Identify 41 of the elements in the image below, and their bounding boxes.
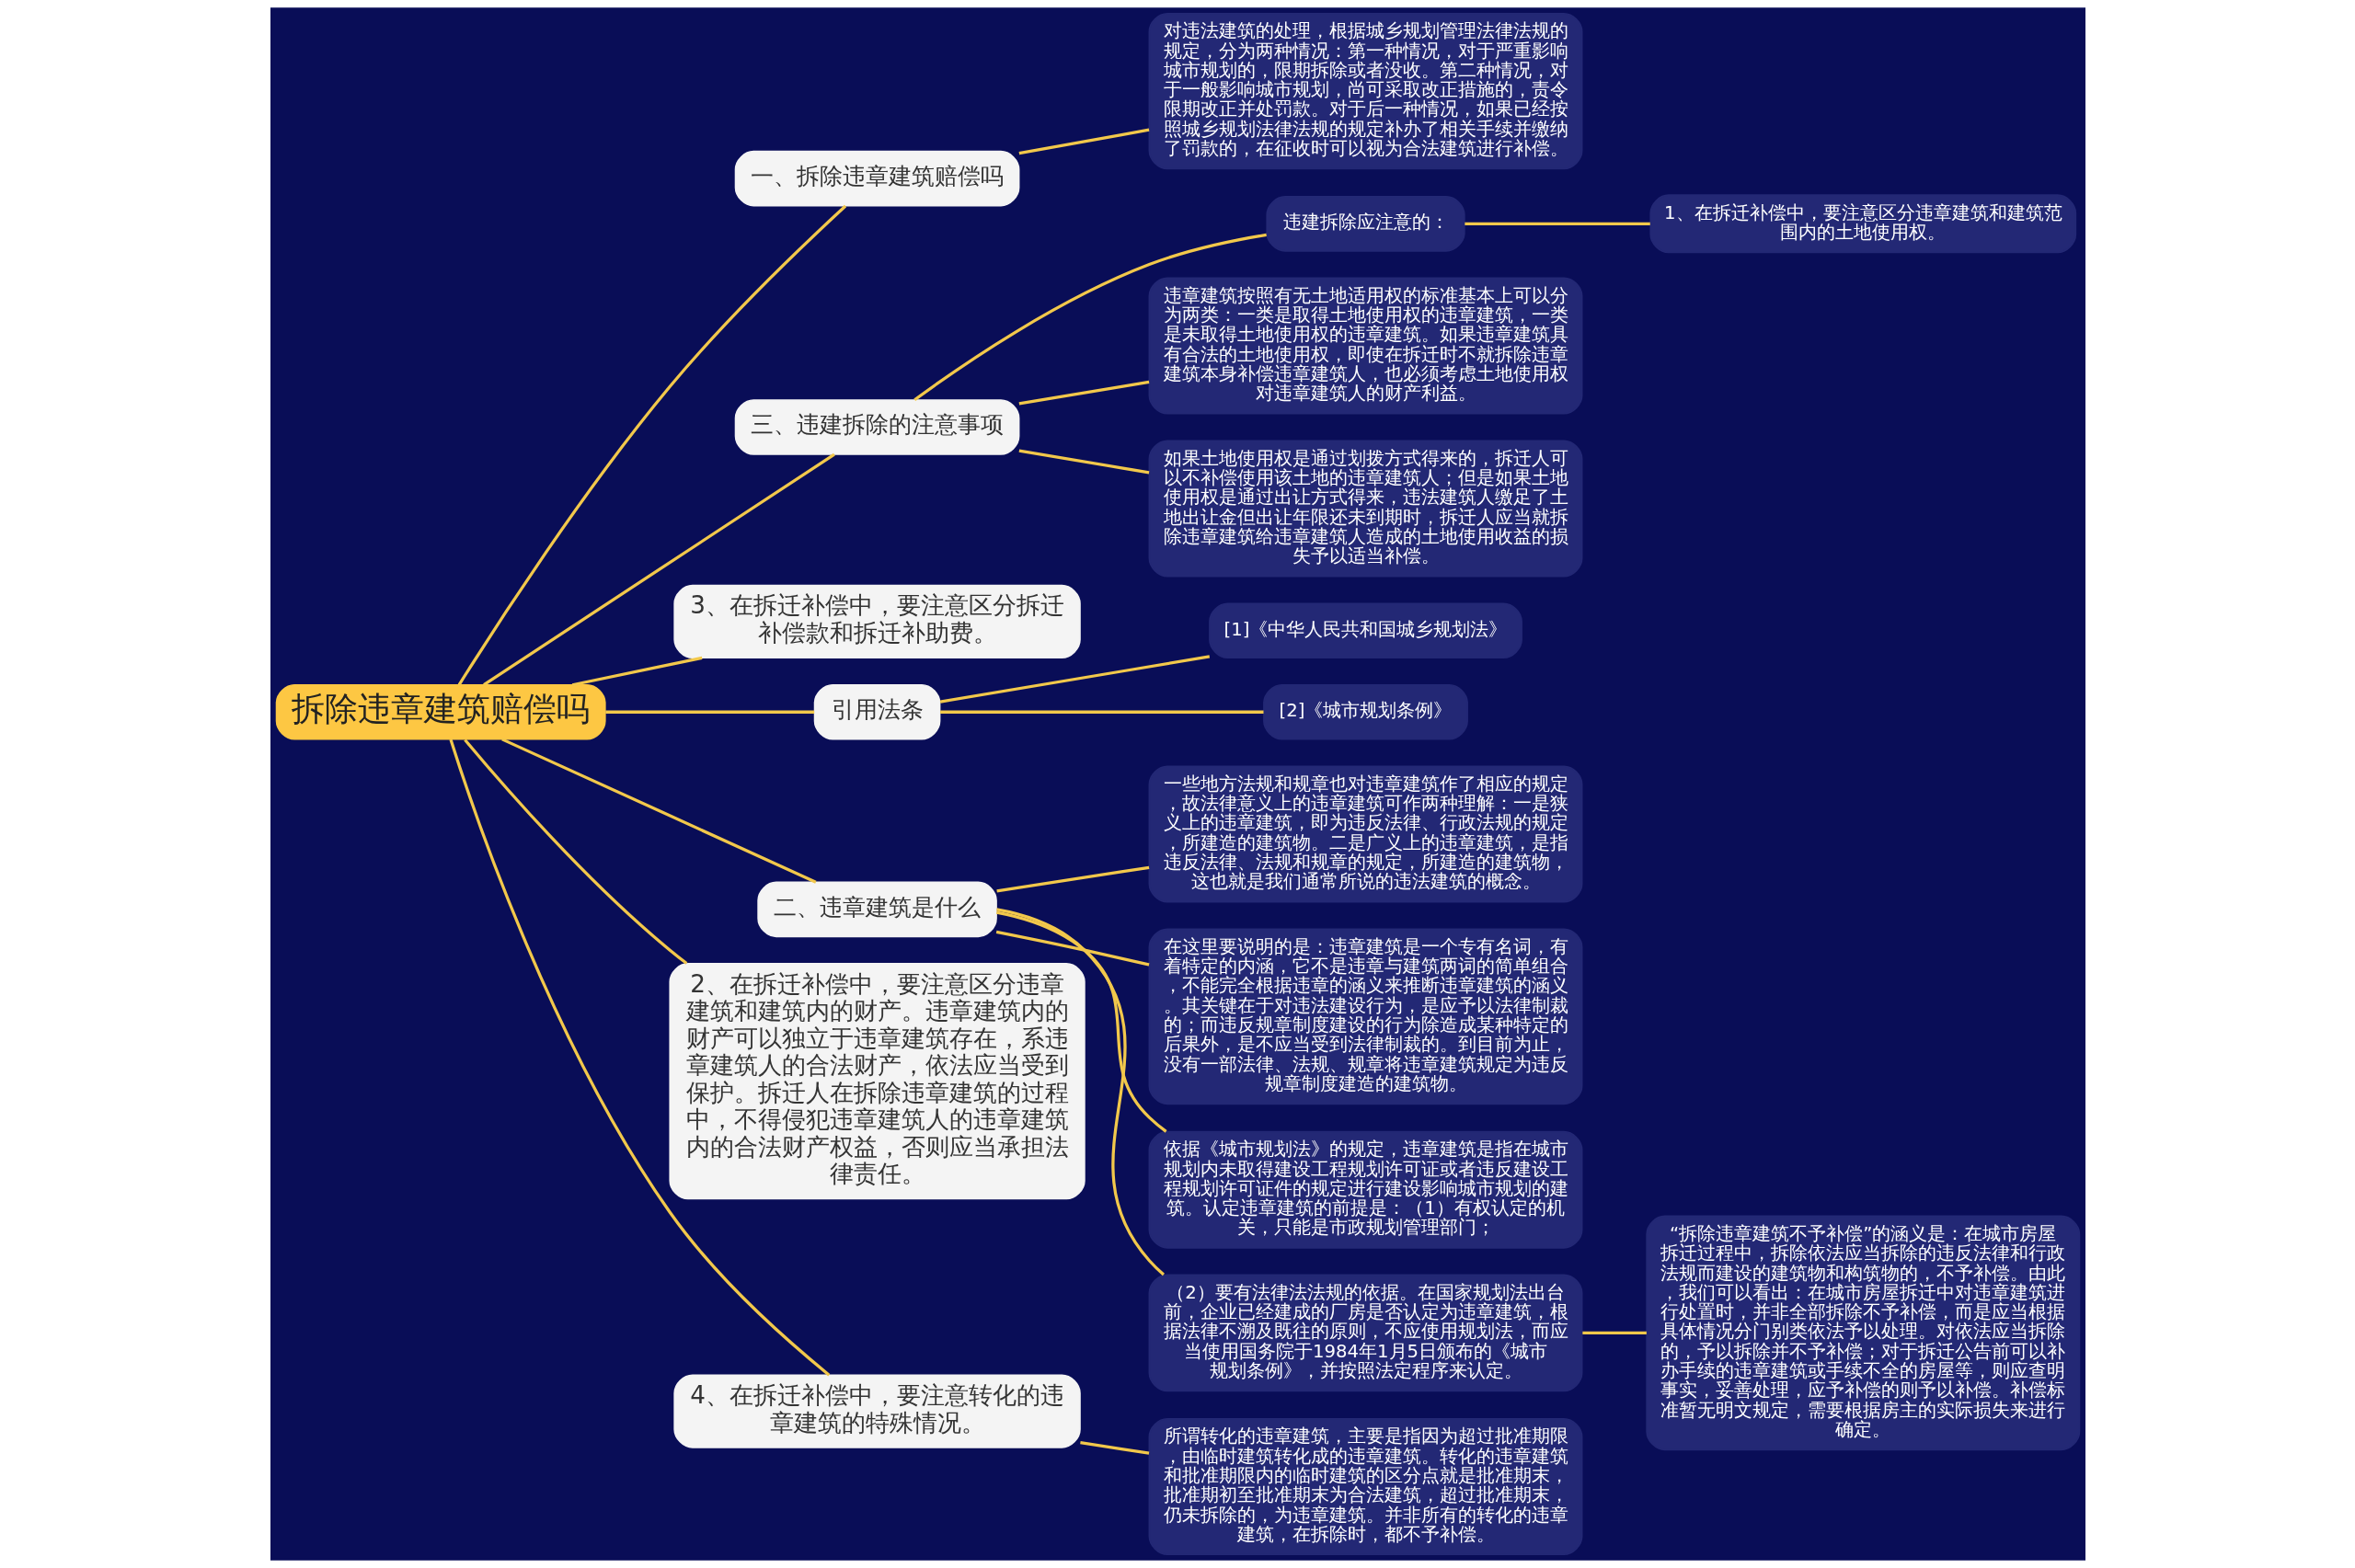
node-box: “拆除违章建筑不予补偿”的涵义是：在城市房屋拆迁过程中，拆除依法应当拆除的违反法律和行政法规而建设的建筑物和构筑物的，不予补偿。由此，我们可以看出：在城市房屋拆迁中对违章建筑进行处置时，并非全部拆除不予补偿，而是应当根据具体情况分门别类依法予以处理。对依法应当拆除的，予以拆除并不予补偿；对于拆迁公告前可以补办手续的违章建筑或手续不全的房屋等，则应查明事实，妥善处理，应予补偿的则予以补偿。补偿标准暂无明文规定，需要根据房主的实际损失来进行确定。 — [1645, 1215, 2080, 1451]
connector — [482, 452, 835, 686]
connector — [448, 738, 830, 1377]
node-box: 对违法建筑的处理，根据城乡规划管理法律法规的规定，分为两种情况：第一种情况，对于严重影响城市规划的，限期拆除或者没收。第二种情况，对于一般影响城市规划，尚可采取改正措施的，责令限期改正并处罚款。对于后一种情况，如果已经按照城乡规划法律法规的规定补办了相关手续并缴纳了罚款的，在征收时可以视为合法建筑进行补偿。 — [1148, 12, 1582, 170]
node-box: 所谓转化的违章建筑，主要是指因为超过批准期限，由临时建筑转化成的违章建筑。转化的违章建筑和批准期限内的临时建筑的区分点就是批准期末，批准期初至批准期末为合法建筑，超过批准期末，仍未拆除的，为违章建筑。并非所有的转化的违章建筑，在拆除时，都不予补偿。 — [1148, 1418, 1582, 1556]
node-box: 如果土地使用权是通过划拨方式得来的，拆迁人可以不补偿使用该土地的违章建筑人；但是如果土地使用权是通过出让方式得来，违法建筑人缴足了土地出让金但出让年限还未到期时，拆迁人应当就拆除违章建筑给违章建筑人造成的土地使用收益的损失予以适当补偿。 — [1148, 440, 1582, 578]
node-box: 一些地方法规和规章也对违章建筑作了相应的规定，故法律意义上的违章建筑可作两种理解：一是狭义上的违章建筑，即为违反法律、行政法规的规定，所建造的建筑物。二是广义上的违章建筑，是指违反法律、法规和规章的规定，所建造的建筑物，这也就是我们通常所说的违法建筑的概念。 — [1148, 765, 1582, 903]
node-box: 3、在拆迁补偿中，要注意区分拆迁补偿款和拆迁补助费。 — [672, 584, 1081, 659]
node-box: 引用法条 — [813, 683, 940, 740]
node-box: 三、违建拆除的注意事项 — [734, 399, 1019, 455]
connector — [500, 738, 816, 884]
connector — [995, 930, 1149, 967]
node-box: 在这里要说明的是：违章建筑是一个专有名词，有着特定的内涵，它不是违章与建筑两词的简单组合，不能完全根据违章的涵义来推断违章建筑的涵义。其关键在于对违法建设行为，是应予以法律制裁的；而违反规章制度建设的行为除造成某种特定的后果外，是不应当受到法律制裁的。到目前为止，没有一部法律、法规、规章将违章建筑规定为违反规章制度建造的建筑物。 — [1148, 928, 1582, 1105]
connector — [1018, 380, 1149, 406]
connector — [939, 655, 1210, 704]
node-box: 1、在拆迁补偿中，要注意区分违章建筑和建筑范围内的土地使用权。 — [1648, 194, 2076, 254]
connector — [1464, 222, 1650, 225]
connector — [1581, 1331, 1647, 1335]
connector — [604, 710, 814, 714]
node-box: 二、违章建筑是什么 — [756, 881, 997, 938]
connector — [463, 738, 687, 965]
connector — [995, 908, 1165, 1276]
connector — [939, 710, 1263, 714]
node-box: 违章建筑按照有无土地适用权的标准基本上可以分为两类：一类是取得土地使用权的违章建筑，一类是未取得土地使用权的违章建筑。如果违章建筑具有合法的土地使用权，即使在拆迁时不就拆除违章建筑本身补偿违章建筑人，也必须考虑土地使用权对违章建筑人的财产利益。 — [1148, 277, 1582, 415]
node-box: [2]《城市规划条例》 — [1262, 683, 1468, 740]
connector — [995, 910, 1167, 1133]
connector — [913, 233, 1267, 402]
connector — [1018, 449, 1149, 475]
connector — [995, 865, 1149, 893]
connector — [571, 656, 702, 687]
node-box: [1]《中华人民共和国城乡规划法》 — [1208, 602, 1522, 659]
node-box: 依据《城市规划法》的规定，违章建筑是指在城市规划内未取得建设工程规划许可证或者违反建设工程规划许可证件的规定进行建设影响城市规划的建筑。认定违章建筑的前提是：（1）有权认定的机关，只能是市政规划管理部门； — [1148, 1130, 1582, 1249]
node-box: 拆除违章建筑赔偿吗 — [275, 683, 606, 740]
node-box: 2、在拆迁补偿中，要注意区分违章建筑和建筑内的财产。违章建筑内的财产可以独立于违章建筑存在，系违章建筑人的合法财产，依法应当受到保护。拆迁人在拆除违章建筑的过程中，不得侵犯违章建筑人的违章建筑内的合法财产权益，否则应当承担法律责任。 — [668, 963, 1086, 1200]
connector — [1079, 1441, 1149, 1455]
node-box: 4、在拆迁补偿中，要注意转化的违章建筑的特殊情况。 — [672, 1374, 1081, 1448]
node-box: 违建拆除应注意的： — [1265, 196, 1465, 252]
node-box: （2）要有法律法法规的依据。在国家规划法出台前，企业已经建成的厂房是否认定为违章建筑，根据法律不溯及既往的原则，不应使用规划法，而应当使用国务院于1984年1月5日颁布的《城市规划条例》，并按照法定程序来认定。 — [1148, 1274, 1582, 1392]
connector — [457, 204, 846, 686]
connector — [1018, 128, 1149, 155]
node-box: 一、拆除违章建筑赔偿吗 — [734, 150, 1019, 207]
